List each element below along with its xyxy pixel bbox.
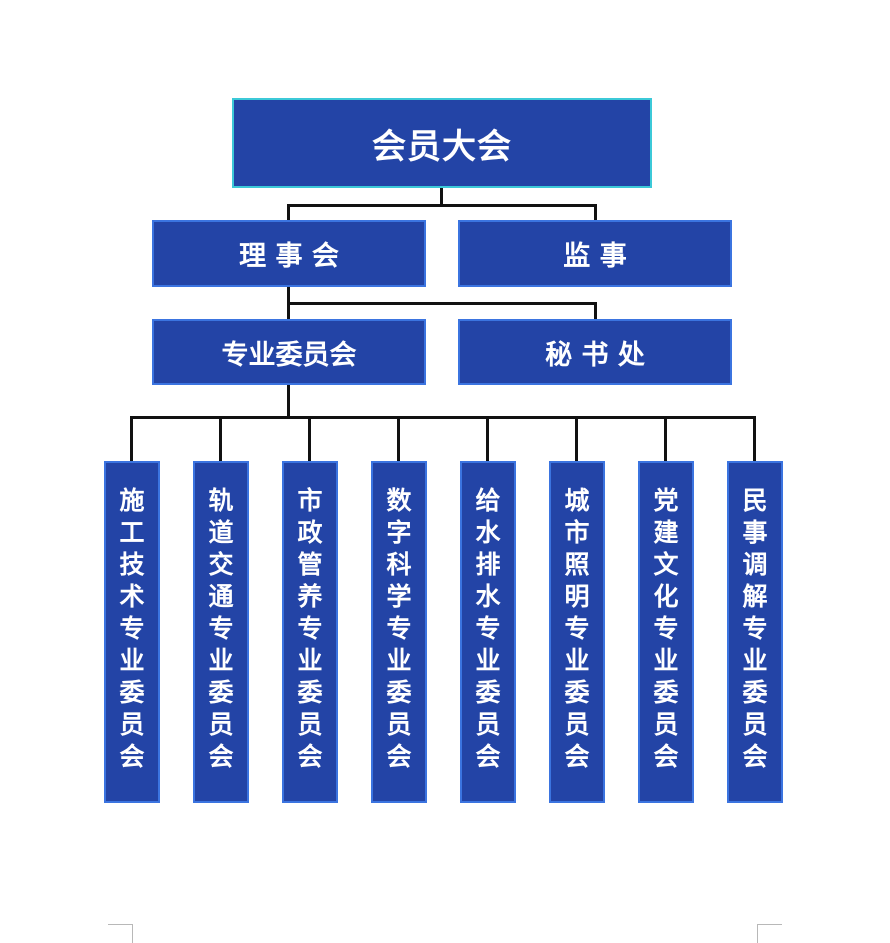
connector-drop-4 xyxy=(397,416,400,463)
node-committee-4: 数字科学专业委员会 xyxy=(371,461,427,803)
connector-top-down xyxy=(440,186,443,206)
node-committee-4-label: 数字科学专业委员会 xyxy=(386,486,412,771)
corner-mark-left xyxy=(108,924,133,943)
connector-drop-8 xyxy=(753,416,756,463)
connector-level4-bar xyxy=(130,416,756,419)
connector-level3-bar xyxy=(287,302,597,305)
corner-mark-right xyxy=(757,924,782,943)
node-general-assembly-label: 会员大会 xyxy=(372,126,512,167)
node-council: 理 事 会 xyxy=(152,220,426,287)
connector-drop-6 xyxy=(575,416,578,463)
node-committee-3: 市政管养专业委员会 xyxy=(282,461,338,803)
node-committee-7-label: 党建文化专业委员会 xyxy=(653,486,679,771)
node-committees-label: 专业委员会 xyxy=(221,339,357,371)
connector-to-supervisor xyxy=(594,204,597,222)
node-committee-6: 城市照明专业委员会 xyxy=(549,461,605,803)
node-committee-2: 轨道交通专业委员会 xyxy=(193,461,249,803)
connector-drop-5 xyxy=(486,416,489,463)
connector-level2-bar xyxy=(287,204,597,207)
connector-committees-down xyxy=(287,383,290,418)
node-committee-5: 给水排水专业委员会 xyxy=(460,461,516,803)
node-supervisor-label: 监 事 xyxy=(563,241,627,272)
connector-drop-2 xyxy=(219,416,222,463)
connector-drop-1 xyxy=(130,416,133,463)
node-committee-7: 党建文化专业委员会 xyxy=(638,461,694,803)
node-committee-8-label: 民事调解专业委员会 xyxy=(742,486,768,771)
connector-to-secretariat xyxy=(594,302,597,321)
node-secretariat: 秘 书 处 xyxy=(458,319,732,385)
node-committee-3-label: 市政管养专业委员会 xyxy=(297,486,323,771)
node-committee-2-label: 轨道交通专业委员会 xyxy=(208,486,234,771)
node-committee-1-label: 施工技术专业委员会 xyxy=(119,486,145,771)
node-supervisor: 监 事 xyxy=(458,220,732,287)
node-council-label: 理 事 会 xyxy=(239,241,339,272)
node-committee-5-label: 给水排水专业委员会 xyxy=(475,486,501,771)
node-committee-1: 施工技术专业委员会 xyxy=(104,461,160,803)
node-general-assembly: 会员大会 xyxy=(232,98,652,188)
node-committees: 专业委员会 xyxy=(152,319,426,385)
node-secretariat-label: 秘 书 处 xyxy=(545,339,645,371)
connector-drop-3 xyxy=(308,416,311,463)
node-committee-8: 民事调解专业委员会 xyxy=(727,461,783,803)
connector-drop-7 xyxy=(664,416,667,463)
node-committee-6-label: 城市照明专业委员会 xyxy=(564,486,590,771)
connector-to-council xyxy=(287,204,290,222)
